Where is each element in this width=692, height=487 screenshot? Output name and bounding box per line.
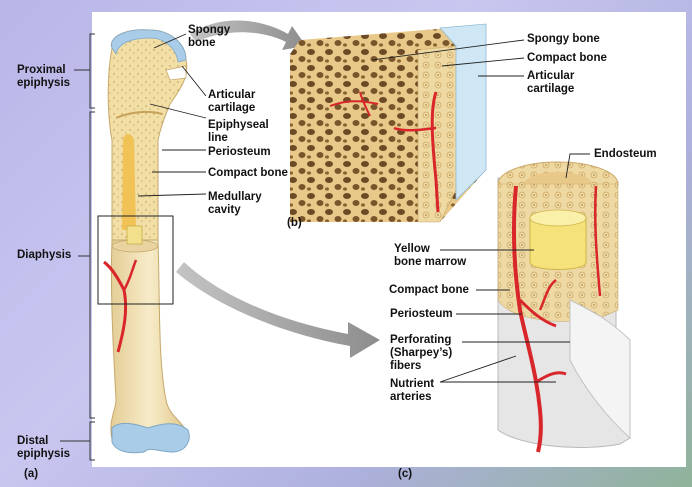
label-c-endosteum: Endosteum [594,148,657,160]
label-panel-a: (a) [24,468,39,480]
long-bone [103,29,190,454]
label-c-yellow-bone-marrow: Yellow bone marrow [394,243,467,268]
spongy-bone-block [290,23,487,223]
label-panel-c: (c) [398,468,413,480]
articular-cartilage-a [111,29,187,63]
label-c-perforating-fibers: Perforating (Sharpey’s) fibers [390,334,453,372]
label-b-spongy-bone: Spongy bone [527,33,600,45]
epiphyseal-line [115,110,163,119]
compact-bone-b [417,45,457,223]
label-c-periosteum: Periosteum [390,308,453,320]
label-proximal-epiphysis: Proximal epiphysis [17,64,71,89]
leader-lines-c [439,153,590,383]
arrow-to-c [176,262,380,358]
label-diaphysis: Diaphysis [17,249,72,261]
label-panel-b: (b) [287,217,302,229]
leader-lines-a [137,33,207,197]
detail-box [97,215,174,305]
label-distal-epiphysis: Distal epiphysis [17,435,71,460]
arrow-to-b [190,20,306,50]
articular-cartilage-b [439,23,487,201]
label-a-articular-cartilage: Articular cartilage [208,89,256,114]
label-a-spongy-bone: Spongy bone [188,24,231,49]
leader-lines-b [371,39,525,77]
label-a-epiphyseal-line: Epiphyseal line [208,119,269,144]
label-a-compact-bone: Compact bone [208,167,288,179]
label-a-medullary-cavity: Medullary cavity [208,191,262,216]
label-c-compact-bone: Compact bone [389,284,469,296]
nutrient-artery-c [511,185,543,453]
compact-bone-section [497,161,631,453]
label-b-articular-cartilage: Articular cartilage [527,70,575,95]
region-brackets [60,33,95,461]
label-c-nutrient-arteries: Nutrient arteries [390,378,435,403]
distal-cartilage [111,422,190,454]
label-a-periosteum: Periosteum [208,146,271,158]
medullary-cavity-a [122,134,136,230]
label-b-compact-bone: Compact bone [527,52,607,64]
